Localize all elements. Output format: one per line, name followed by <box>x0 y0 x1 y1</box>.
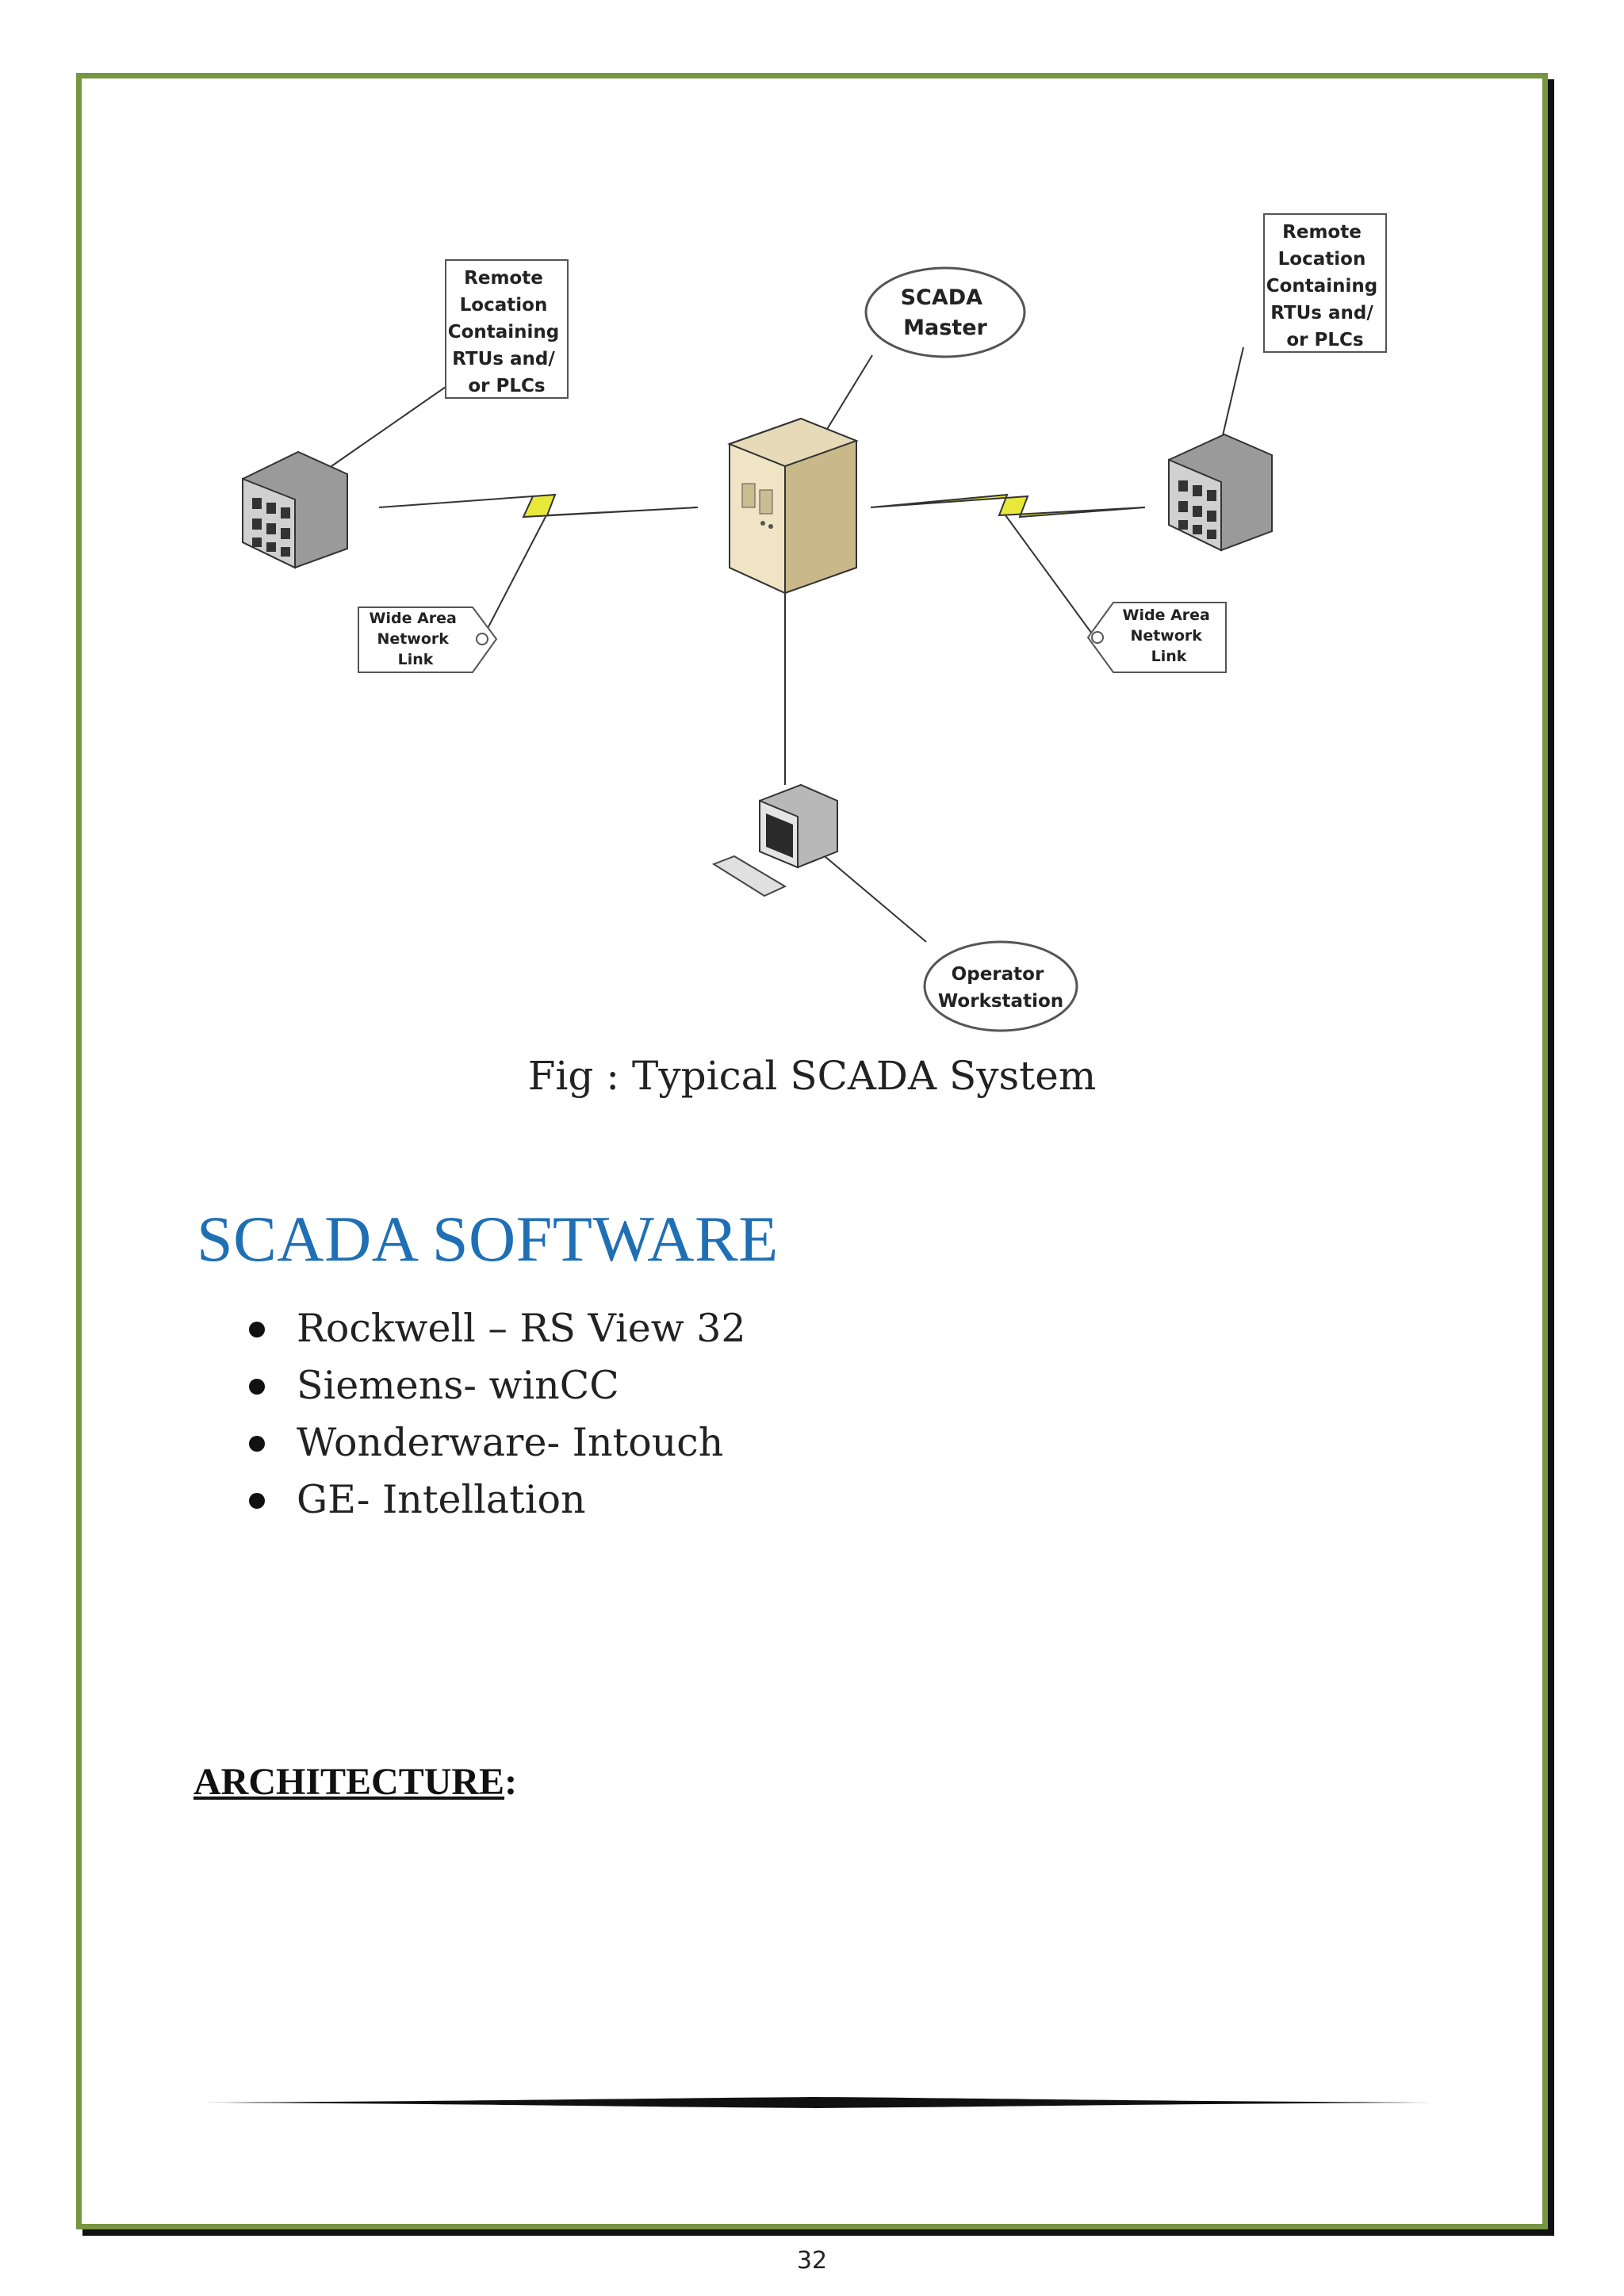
connector-line <box>481 513 548 640</box>
remote-right-line: Location <box>1278 249 1366 270</box>
figure-caption: Fig : Typical SCADA System <box>527 1053 1097 1099</box>
list-item-text: Rockwell – RS View 32 <box>297 1306 746 1351</box>
software-list: Rockwell – RS View 32 Siemens- winCC Won… <box>238 1300 746 1529</box>
section-title: SCADA SOFTWARE <box>197 1203 779 1275</box>
remote-right-line: or PLCs <box>1286 330 1363 350</box>
master-label-line: Master <box>903 316 987 340</box>
bullet-icon <box>249 1436 265 1452</box>
lightning-link-icon <box>870 493 1146 519</box>
svg-text:Operator Workstation: Operator Workstation <box>938 964 1063 1012</box>
svg-text:Remote Location Contai: Remote Location Containing RTUs and/ or … <box>448 268 566 396</box>
building-icon <box>242 450 348 569</box>
remote-left-line: Location <box>460 295 548 316</box>
operator-label-line: Operator <box>952 964 1044 985</box>
page-number: 32 <box>796 2247 828 2275</box>
architecture-heading-text: ARCHITECTURE <box>193 1761 505 1803</box>
operator-label-line: Workstation <box>938 991 1063 1012</box>
wan-left-line: Link <box>398 651 434 668</box>
remote-left-line: RTUs and/ <box>452 349 555 369</box>
master-label-line: SCADA <box>901 285 983 310</box>
wan-left-line: Network <box>377 630 449 648</box>
building-icon <box>1168 433 1273 552</box>
scada-system-diagram: Remote Location Containing RTUs and/ or … <box>242 213 1387 1032</box>
remote-right-line: Remote <box>1282 222 1362 243</box>
remote-right-line: Containing <box>1266 276 1378 297</box>
connector-line <box>824 855 927 943</box>
list-item: Wonderware- Intouch <box>238 1414 746 1471</box>
architecture-heading: ARCHITECTURE: <box>193 1760 517 1804</box>
connector-line <box>1005 515 1097 640</box>
list-item: Rockwell – RS View 32 <box>238 1300 746 1357</box>
bullet-icon <box>249 1379 265 1395</box>
svg-text:Wide Area Network Link: Wide Area Network Link <box>370 610 462 668</box>
remote-left-line: or PLCs <box>468 376 545 396</box>
bullet-icon <box>249 1493 265 1509</box>
workstation-icon <box>711 783 838 897</box>
list-item-text: Siemens- winCC <box>297 1363 619 1408</box>
list-item: GE- Intellation <box>238 1471 746 1529</box>
footer-divider <box>197 2097 1434 2108</box>
connector-line <box>331 386 446 467</box>
list-item-text: Wonderware- Intouch <box>297 1420 724 1465</box>
bullet-icon <box>249 1322 265 1337</box>
wan-right-line: Link <box>1151 648 1187 665</box>
lightning-link-icon <box>378 493 699 519</box>
svg-text:Remote Location Contai: Remote Location Containing RTUs and/ or … <box>1266 222 1385 350</box>
remote-left-line: Remote <box>464 268 543 289</box>
wan-right-line: Network <box>1130 627 1202 645</box>
list-item: Siemens- winCC <box>238 1357 746 1414</box>
wan-left-line: Wide Area <box>370 610 457 627</box>
architecture-heading-colon: : <box>504 1761 518 1803</box>
list-item-text: GE- Intellation <box>297 1477 586 1522</box>
svg-text:Wide Area Network Link: Wide Area Network Link <box>1123 607 1216 665</box>
svg-text:SCADA Master: SCADA Master <box>901 285 990 340</box>
remote-right-line: RTUs and/ <box>1270 303 1373 323</box>
wan-right-line: Wide Area <box>1123 607 1210 624</box>
remote-left-line: Containing <box>448 322 560 342</box>
server-icon <box>727 417 859 595</box>
